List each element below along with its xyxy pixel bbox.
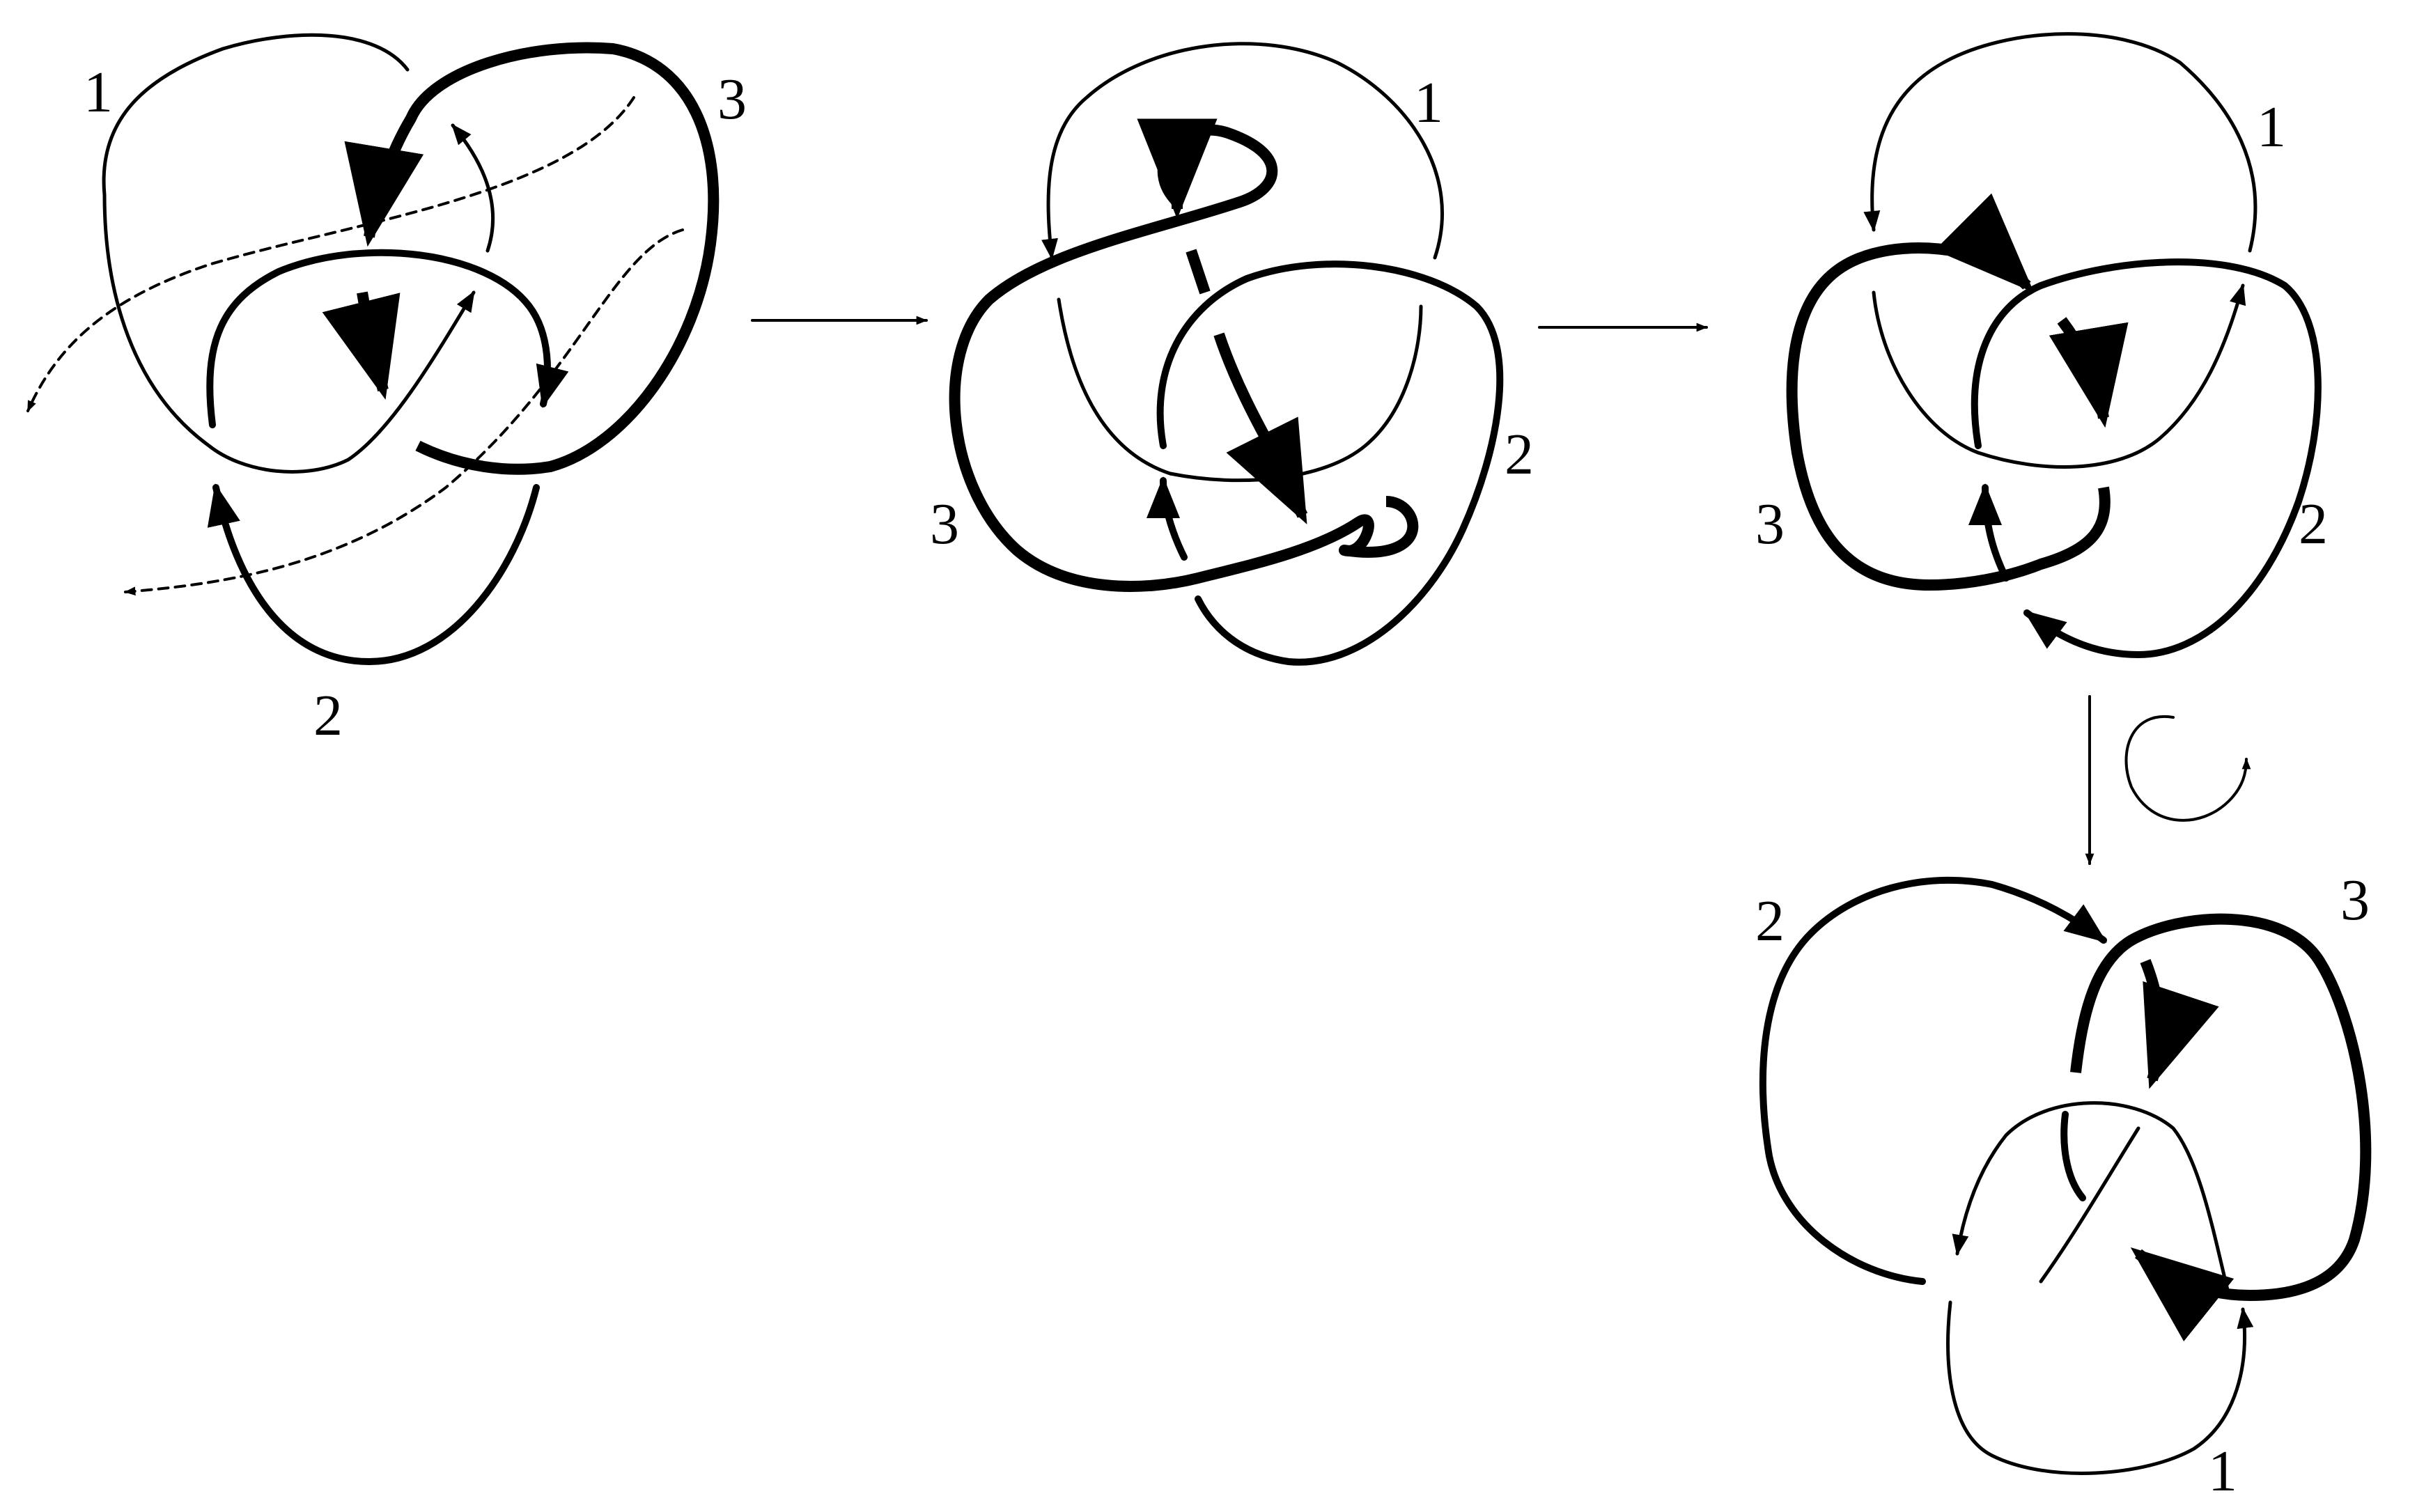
knot-b-strand-3b bbox=[1137, 118, 1218, 219]
rotation-icon bbox=[2124, 715, 2251, 822]
knot-d-strand-2 bbox=[1759, 876, 2107, 1285]
knot-a-strand-3b bbox=[322, 291, 401, 400]
knot-b-label-2: 2 bbox=[1505, 422, 1534, 487]
knot-b-strand-2b bbox=[1147, 476, 1188, 561]
knot-c-strand-1 bbox=[1863, 32, 2257, 253]
knot-b-label-1: 1 bbox=[1414, 70, 1443, 135]
knot-c: 1 2 3 bbox=[1755, 32, 2328, 658]
knot-b: 1 2 3 bbox=[930, 42, 1534, 666]
knot-b-strand-1 bbox=[1041, 42, 1444, 260]
knot-b-strand-3 bbox=[949, 124, 1419, 592]
knot-d-strand-3c bbox=[2060, 1111, 2086, 1201]
knot-c-label-2: 2 bbox=[2299, 492, 2328, 556]
knot-c-strand-2 bbox=[1971, 258, 2322, 658]
knot-a-guide-1 bbox=[26, 96, 635, 412]
knot-a-strand-3 bbox=[344, 42, 720, 475]
knot-a-guide-2 bbox=[124, 228, 684, 596]
knot-c-label-3: 3 bbox=[1755, 492, 1785, 556]
knot-b-label-3: 3 bbox=[930, 492, 959, 556]
knot-a-label-1: 1 bbox=[84, 60, 113, 125]
knot-d-label-3: 3 bbox=[2340, 868, 2370, 933]
knot-a-strand-1b bbox=[451, 123, 495, 253]
knot-c-strand-2b bbox=[1968, 483, 2010, 582]
knot-c-strand-3b bbox=[2049, 317, 2129, 428]
knot-a-strand-2 bbox=[206, 249, 569, 428]
knot-d-strand-3 bbox=[2070, 913, 2372, 1341]
knot-b-strand-3c bbox=[1186, 249, 1303, 515]
knot-c-label-1: 1 bbox=[2257, 95, 2286, 159]
knot-b-strand-2 bbox=[1156, 260, 1504, 666]
knot-d-strand-1c bbox=[1946, 1300, 2254, 1475]
knot-c-strand-1b bbox=[1872, 283, 2246, 469]
knot-d: 2 3 1 bbox=[1755, 868, 2372, 1504]
knot-d-label-1: 1 bbox=[2208, 1439, 2237, 1504]
knot-c-strand-3 bbox=[1786, 193, 2111, 591]
knot-d-strand-1b bbox=[2039, 1126, 2140, 1284]
knot-d-strand-3b bbox=[2140, 959, 2219, 1089]
knot-a-strand-2b bbox=[207, 483, 540, 665]
knot-d-strand-1 bbox=[1952, 1101, 2231, 1297]
knot-a-strand-1 bbox=[102, 33, 476, 474]
knot-a-label-3: 3 bbox=[717, 67, 747, 132]
knot-a: 1 2 3 bbox=[26, 33, 747, 748]
knot-d-label-2: 2 bbox=[1755, 889, 1785, 953]
knot-a-label-2: 2 bbox=[313, 683, 343, 748]
